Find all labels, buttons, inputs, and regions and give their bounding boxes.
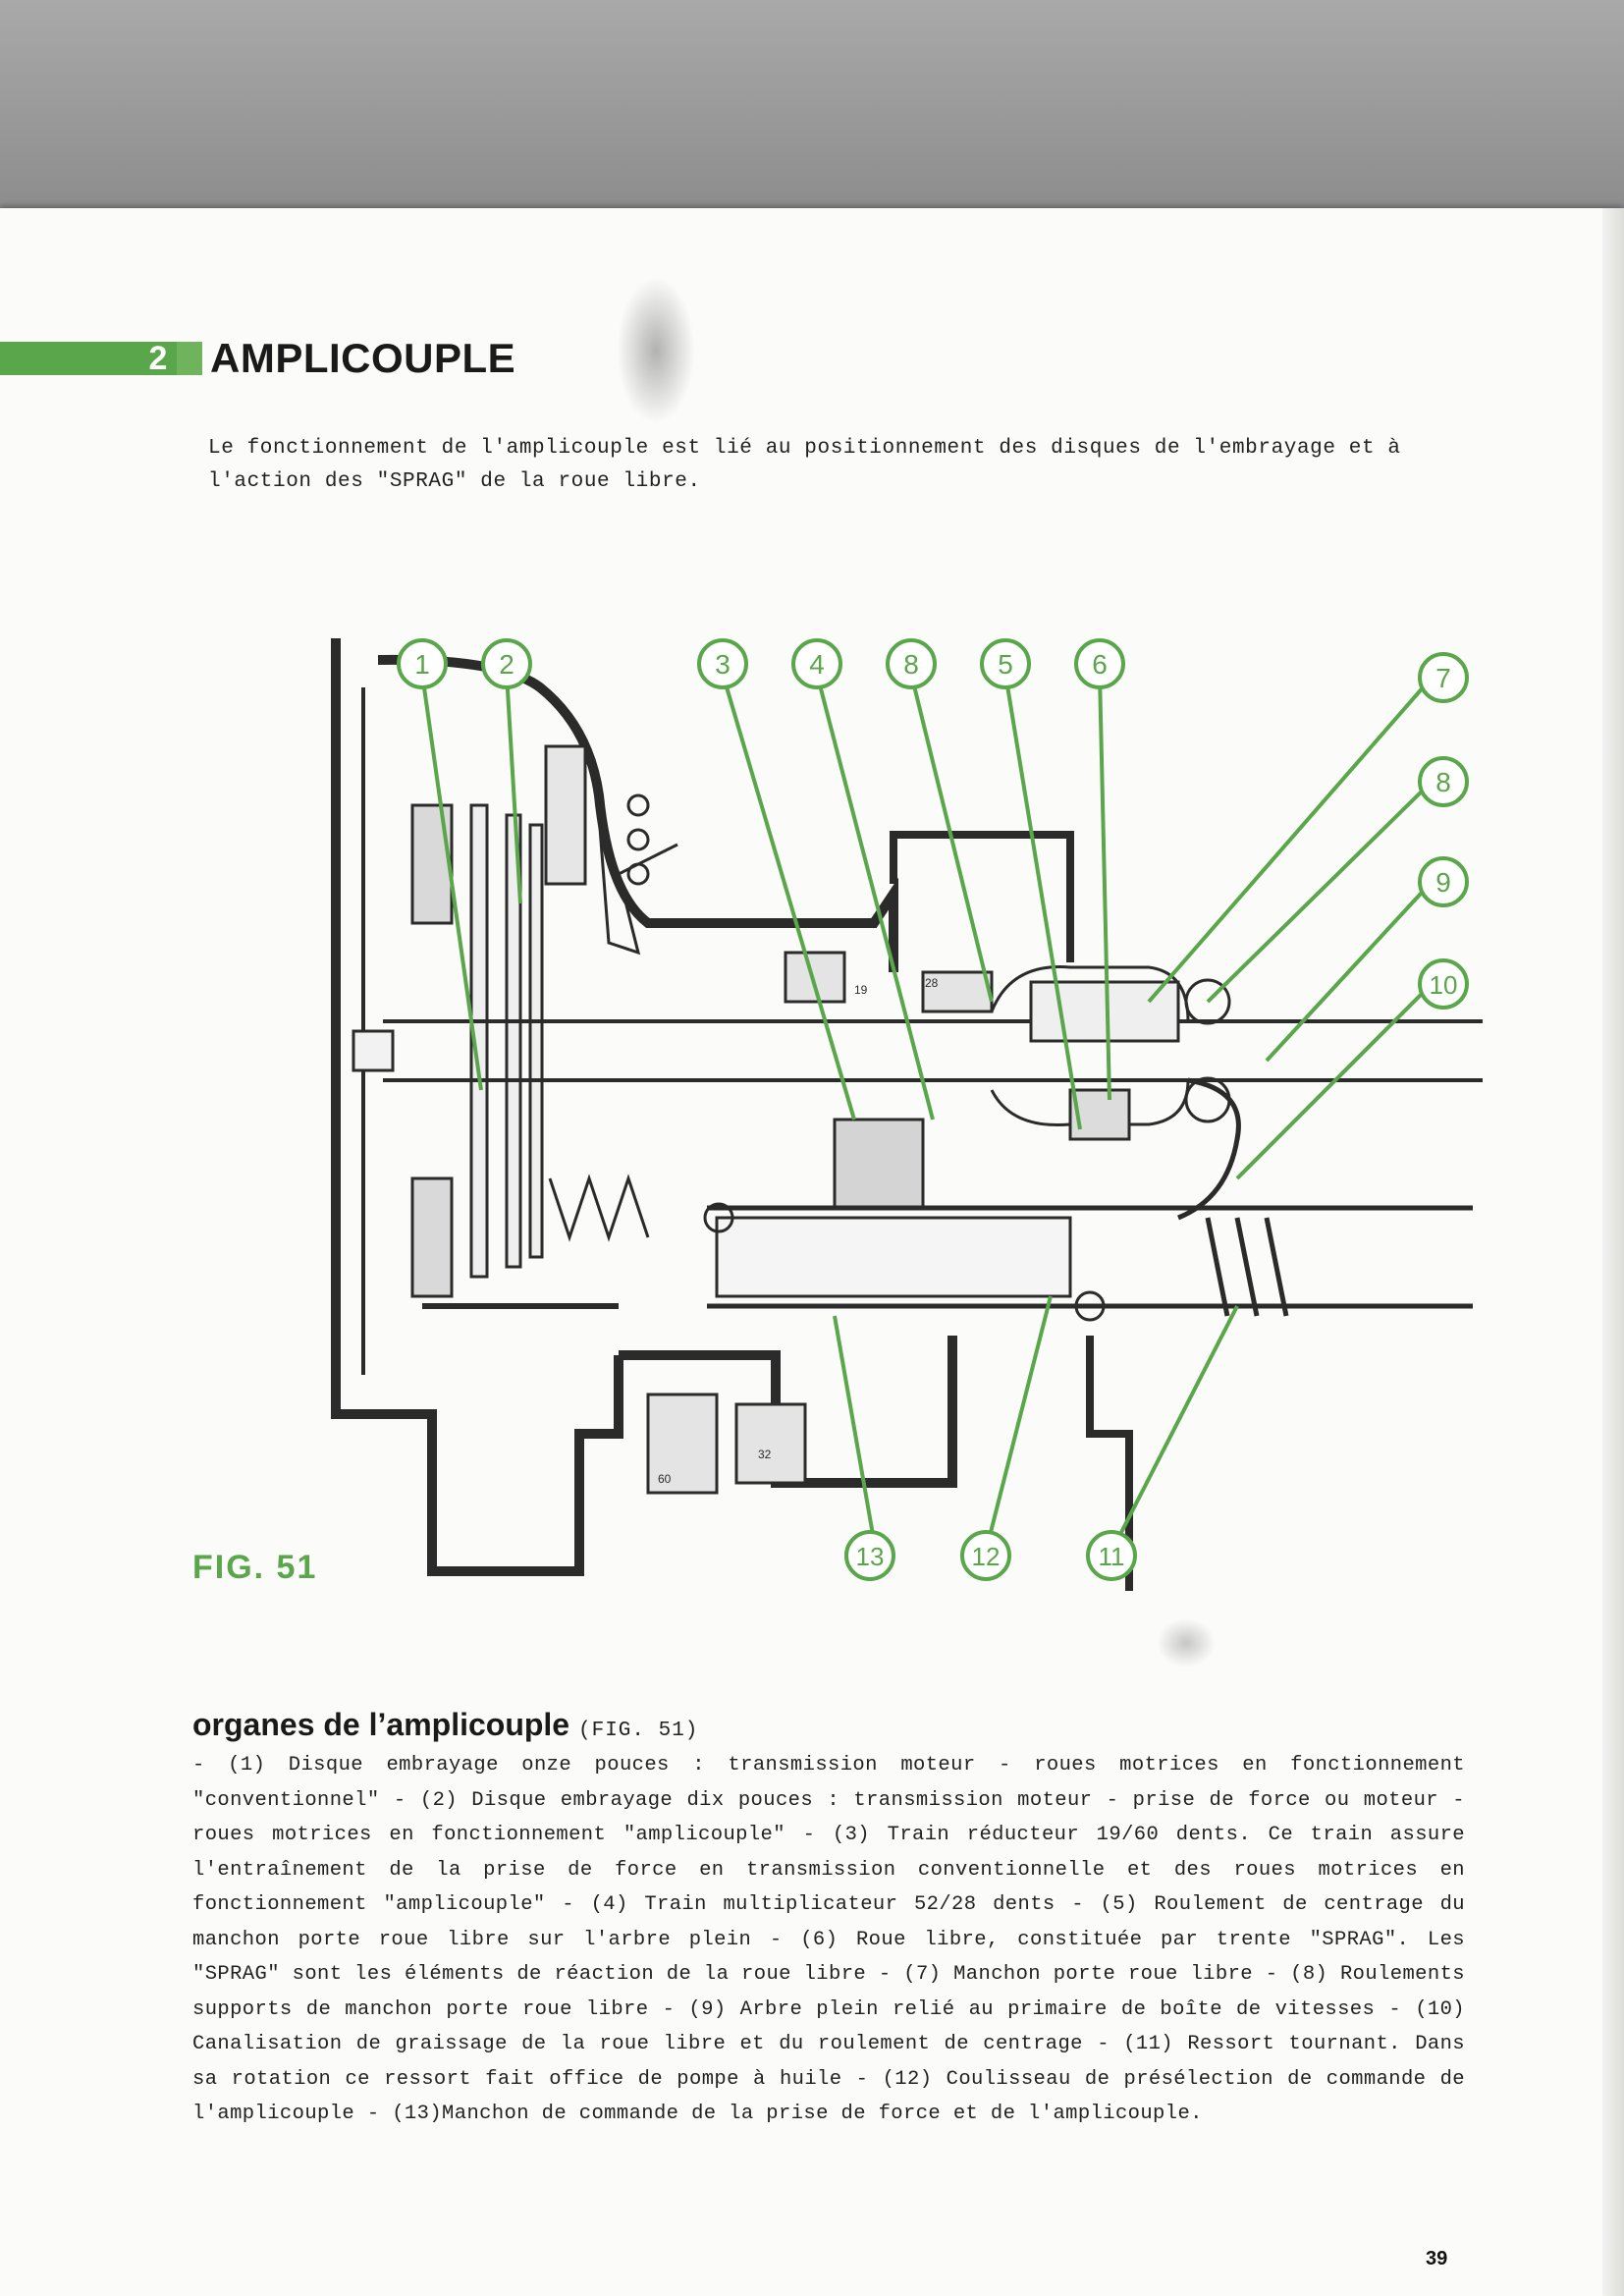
freewheel-sleeve (1029, 980, 1180, 1043)
callout-4: 4 (791, 638, 842, 689)
svg-text:5: 5 (998, 649, 1013, 680)
teeth-label-32: 32 (758, 1448, 772, 1461)
leader-12 (984, 1295, 1053, 1553)
gear-52 (833, 1118, 925, 1210)
organes-title: organes de l’amplicouple (192, 1707, 570, 1742)
gearbox-right (1086, 1336, 1133, 1591)
svg-text:8: 8 (1435, 767, 1451, 797)
svg-text:3: 3 (715, 649, 731, 680)
leader-10 (1235, 982, 1434, 1180)
smudge (617, 277, 695, 424)
gear-32 (734, 1402, 807, 1485)
callout-13: 13 (844, 1530, 895, 1581)
bearing-right-upper (1184, 978, 1231, 1025)
callout-12: 12 (960, 1530, 1011, 1581)
lubrication-pipe (1177, 1077, 1241, 1221)
leader-1 (420, 673, 483, 1091)
clutch-spring (548, 1174, 650, 1242)
page-number: 39 (1426, 2248, 1448, 2269)
smudge (1157, 1618, 1216, 1667)
pto-sleeve (715, 1216, 1072, 1298)
leader-3 (721, 673, 856, 1121)
callout-8-top: 8 (886, 638, 937, 689)
gear-60 (646, 1393, 719, 1495)
gear-19 (784, 951, 846, 1004)
callout-11: 11 (1086, 1530, 1137, 1581)
svg-text:11: 11 (1099, 1542, 1125, 1571)
callout-leaders (420, 673, 1434, 1553)
callout-2: 2 (481, 638, 532, 689)
organes-heading: organes de l’amplicouple (FIG. 51) (192, 1705, 698, 1751)
input-shaft (383, 1019, 1483, 1082)
clutch-flywheel-lower (410, 1176, 454, 1298)
section-title: AMPLICOUPLE (210, 335, 516, 381)
svg-text:2: 2 (499, 649, 514, 680)
gear-28 (921, 970, 994, 1013)
svg-text:8: 8 (903, 649, 919, 680)
svg-text:9: 9 (1435, 867, 1451, 898)
bearing-pto-left (703, 1202, 734, 1233)
input-shaft-nose (352, 1029, 395, 1072)
teeth-label-19: 19 (854, 983, 868, 997)
organes-figure-ref: (FIG. 51) (577, 1720, 699, 1742)
release-lever-pivot-1 (626, 793, 650, 817)
freewheel-race (1068, 1088, 1131, 1141)
bearing-pto-right (1074, 1290, 1106, 1322)
leader-13 (833, 1315, 878, 1553)
gearbox-wall-top (890, 831, 1074, 962)
clutch-plate-3 (528, 823, 544, 1259)
page-edge (1602, 208, 1624, 2296)
section-accent-bar (0, 342, 202, 375)
pto-shaft (707, 1205, 1473, 1309)
svg-text:6: 6 (1092, 649, 1108, 680)
leader-6 (1098, 673, 1111, 1101)
svg-text:12: 12 (972, 1542, 1001, 1571)
figure-label: FIG. 51 (192, 1549, 318, 1586)
teeth-label-60: 60 (658, 1472, 672, 1486)
clutch-plate-1 (469, 803, 489, 1279)
teeth-label-28: 28 (925, 976, 939, 990)
svg-text:10: 10 (1430, 970, 1458, 1000)
amplicouple-cross-section-diagram: 28 19 60 32 1 2 3 4 8 5 6 7 8 9 10 13 12… (331, 638, 1483, 1591)
callout-1: 1 (397, 638, 448, 689)
callout-8-right: 8 (1418, 756, 1469, 807)
clutch-flywheel-upper (410, 803, 454, 925)
leader-8a (909, 673, 994, 1003)
bell-curve (377, 654, 898, 972)
callout-5: 5 (980, 638, 1031, 689)
clutch-housing (331, 638, 623, 1576)
callout-3: 3 (697, 638, 748, 689)
drawing-lines (331, 638, 1483, 1591)
section-number: 2 (148, 340, 168, 377)
svg-text:7: 7 (1435, 663, 1451, 693)
svg-text:1: 1 (414, 649, 430, 680)
rotating-spring (1205, 1217, 1289, 1317)
organes-description: - (1) Disque embrayage onze pouces : tra… (192, 1754, 1465, 2125)
section-number-separator (177, 342, 202, 375)
scanner-background (0, 0, 1624, 216)
callout-7: 7 (1418, 652, 1469, 703)
release-lever (597, 814, 678, 956)
leader-4 (815, 673, 935, 1121)
intro-paragraph: Le fonctionnement de l'amplicouple est l… (208, 437, 1401, 493)
leader-11 (1110, 1305, 1239, 1553)
leader-7 (1147, 676, 1434, 1004)
callout-6: 6 (1074, 638, 1125, 689)
svg-text:4: 4 (809, 649, 825, 680)
leader-2 (505, 673, 522, 904)
leader-8b (1206, 780, 1434, 1004)
leader-5 (1003, 673, 1082, 1130)
svg-text:13: 13 (856, 1542, 885, 1571)
pressure-plate (544, 744, 587, 886)
release-lever-pivot-2 (626, 828, 650, 851)
callout-10: 10 (1418, 958, 1469, 1010)
callout-9: 9 (1418, 856, 1469, 907)
leader-9 (1265, 880, 1434, 1063)
